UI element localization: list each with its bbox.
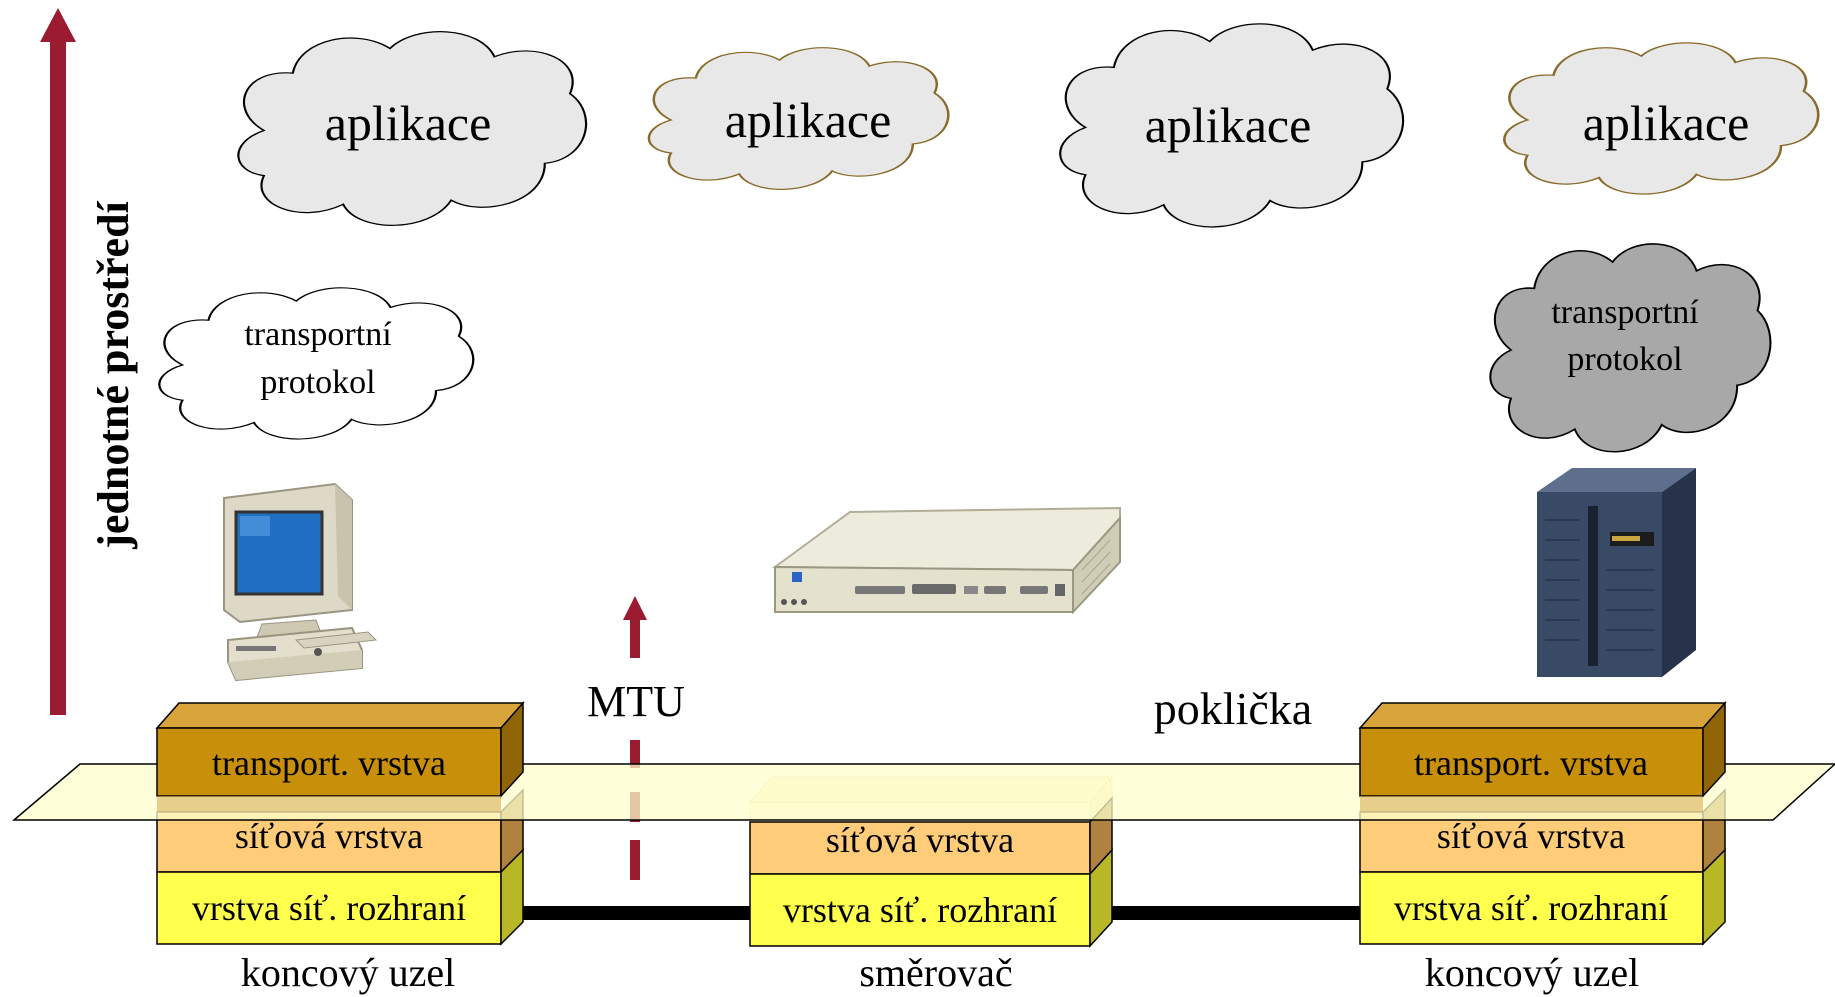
- cloud-application-3-label: aplikace: [1145, 97, 1312, 153]
- cloud-transport-right-line1: transportní: [1551, 294, 1699, 331]
- desktop-computer-icon: [223, 482, 378, 682]
- cable-left-router: [505, 906, 755, 920]
- right-network-layer-label: síťová vrstva: [1437, 816, 1625, 856]
- left-transport-layer-label: transport. vrstva: [212, 743, 446, 783]
- router-icon: [771, 506, 1121, 615]
- vertical-label: jednotné prostředí: [89, 200, 138, 549]
- left-network-layer-label: síťová vrstva: [235, 816, 423, 856]
- mtu-label: MTU: [587, 677, 685, 726]
- cloud-application-4-label: aplikace: [1583, 95, 1750, 151]
- router-network-layer-label: síťová vrstva: [826, 820, 1014, 860]
- right-interface-layer-label: vrstva síť. rozhraní: [1394, 888, 1668, 928]
- cloud-application-2-label: aplikace: [725, 92, 892, 148]
- cloud-application-3: aplikace: [1060, 24, 1403, 227]
- cloud-transport-right-line2: protokol: [1567, 341, 1682, 378]
- cable-router-right: [1092, 906, 1364, 920]
- router-caption: směrovač: [859, 950, 1012, 995]
- mtu-arrow: [623, 596, 647, 880]
- right-transport-layer-label: transport. vrstva: [1414, 743, 1648, 783]
- left-stack-transport: [155, 701, 525, 812]
- cloud-application-1: aplikace: [238, 32, 586, 226]
- uniform-environment-arrow: [40, 8, 76, 715]
- cloud-application-2: aplikace: [649, 48, 948, 190]
- server-tower-icon: [1537, 468, 1696, 677]
- left-stack-lower: [156, 788, 524, 946]
- cloud-transport-left: transportní protokol: [159, 288, 473, 439]
- cloud-application-4: aplikace: [1504, 43, 1818, 194]
- left-caption: koncový uzel: [241, 950, 455, 995]
- plane-label: poklička: [1154, 683, 1312, 734]
- right-stack-transport: [1358, 701, 1727, 812]
- right-stack-lower: [1359, 788, 1726, 946]
- cloud-application-1-label: aplikace: [325, 95, 492, 151]
- left-interface-layer-label: vrstva síť. rozhraní: [192, 888, 466, 928]
- right-caption: koncový uzel: [1425, 950, 1639, 995]
- cloud-transport-left-line2: protokol: [260, 364, 375, 401]
- cloud-transport-left-line1: transportní: [244, 316, 392, 353]
- cloud-transport-right: transportní protokol: [1490, 244, 1770, 452]
- router-interface-layer-label: vrstva síť. rozhraní: [783, 890, 1057, 930]
